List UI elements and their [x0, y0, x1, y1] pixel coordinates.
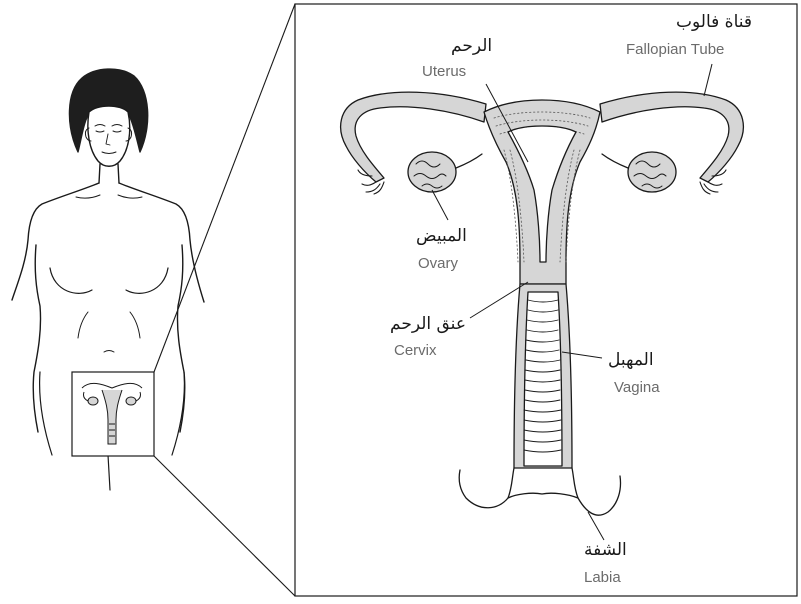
- vagina-canal: [524, 292, 562, 466]
- uterus-label-ar: الرحم: [451, 38, 492, 55]
- body-outline: [12, 183, 204, 302]
- face: [88, 106, 130, 166]
- vagina-label-ar: المهبل: [608, 352, 654, 369]
- fallopian-tube-label-en: Fallopian Tube: [626, 42, 724, 57]
- ovary-label-ar: المبيض: [416, 228, 467, 245]
- fallopian-tube-label-ar: قناة فالوب: [676, 14, 752, 31]
- small-inset: [72, 372, 154, 456]
- connector-lines: [154, 4, 295, 596]
- labia-label-ar: الشفة: [584, 542, 627, 559]
- cervix-label-en: Cervix: [394, 343, 437, 358]
- labia-label-en: Labia: [584, 570, 621, 585]
- vagina-label-en: Vagina: [614, 380, 660, 395]
- cervix-label-ar: عنق الرحم: [390, 316, 466, 333]
- uterus-label-en: Uterus: [422, 64, 466, 79]
- ovary-label-en: Ovary: [418, 256, 458, 271]
